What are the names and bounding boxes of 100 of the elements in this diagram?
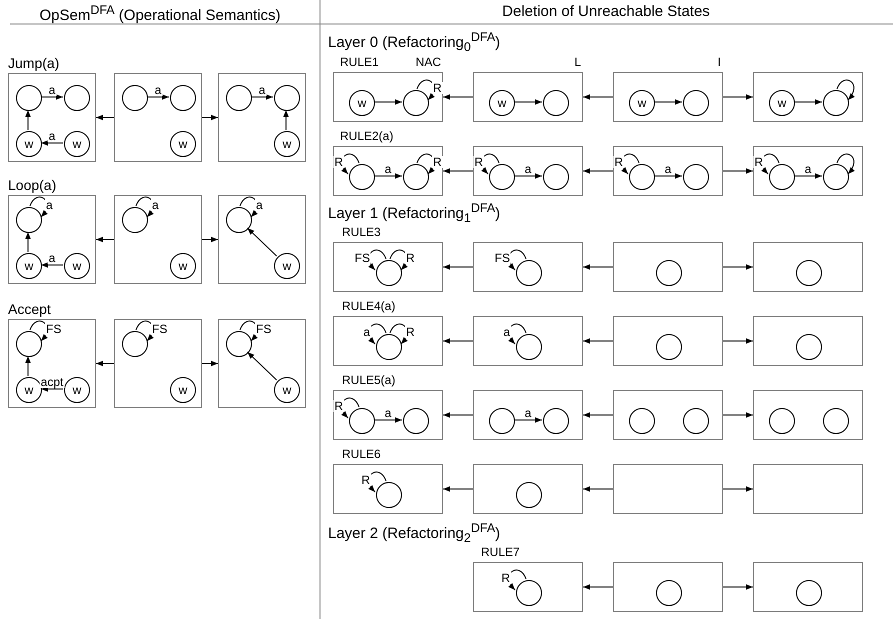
arrow (96, 236, 114, 242)
state-circle (823, 164, 849, 190)
arrow (202, 236, 218, 242)
arrow (25, 232, 31, 252)
graph-box (753, 464, 863, 514)
loop-arrow (341, 398, 360, 418)
edge-label: R (333, 400, 344, 412)
arrow (582, 168, 614, 174)
state-circle (226, 331, 252, 357)
state-circle: w (274, 377, 300, 403)
arrow (722, 486, 754, 492)
state-circle (16, 331, 42, 357)
section-heading: Jump(a) (8, 55, 60, 71)
edge-label: R (473, 156, 484, 168)
arrow (794, 173, 822, 179)
arrow (794, 99, 822, 105)
arrow (514, 173, 542, 179)
state-circle (543, 408, 569, 434)
arrow (246, 352, 278, 380)
arrow (40, 140, 64, 146)
arrow (722, 264, 754, 270)
arrow (514, 99, 542, 105)
arrow (582, 584, 614, 590)
edge-label: a (45, 199, 54, 211)
state-circle (656, 580, 682, 606)
edge-label: R (432, 82, 443, 94)
graph-box (753, 242, 863, 292)
rule-label: I (718, 55, 721, 69)
state-circle (349, 164, 375, 190)
edge-label: R (333, 156, 344, 168)
state-circle (769, 164, 795, 190)
edge-label: R (360, 474, 371, 486)
graph-box (753, 72, 863, 122)
arrow (96, 360, 114, 366)
arrow (442, 94, 474, 100)
edge-label: R (500, 572, 511, 584)
state-circle: w (349, 90, 375, 116)
state-circle (543, 164, 569, 190)
edge-label: FS (494, 252, 511, 264)
arrow (654, 173, 682, 179)
arrow (442, 264, 474, 270)
arrow (582, 412, 614, 418)
arrow (202, 360, 218, 366)
state-circle (516, 260, 542, 286)
state-circle (226, 207, 252, 233)
arrow (722, 584, 754, 590)
arrow (146, 94, 170, 100)
state-circle (656, 334, 682, 360)
state-circle: w (769, 90, 795, 116)
loop-arrow (30, 196, 48, 218)
graph-box (613, 242, 723, 292)
section-heading: Loop(a) (8, 177, 56, 193)
state-circle (122, 331, 148, 357)
arrow (283, 110, 289, 130)
rule-label: RULE1 (340, 55, 379, 69)
state-circle (796, 580, 822, 606)
section-heading: Layer 0 (Refactoring$_{0}$$^{DFA}$) (328, 30, 500, 54)
edge-label: a (502, 326, 511, 338)
state-circle: w (64, 253, 90, 279)
arrow (722, 168, 754, 174)
state-circle (489, 408, 515, 434)
state-circle (629, 408, 655, 434)
arrow (250, 94, 274, 100)
arrow (582, 264, 614, 270)
column-heading: OpSem$^{DFA}$ (Operational Semantics) (39, 3, 281, 24)
edge-label: R (753, 156, 764, 168)
edge-label: R (405, 326, 416, 338)
arrow (374, 173, 402, 179)
arrow (722, 94, 754, 100)
arrow (374, 417, 402, 423)
state-circle (226, 85, 252, 111)
edge-label: FS (354, 252, 371, 264)
loop-arrow (240, 196, 258, 218)
arrow (442, 338, 474, 344)
rule-label: RULE6 (342, 447, 381, 461)
state-circle: w (274, 131, 300, 157)
loop-arrow (481, 154, 500, 174)
graph-box (473, 72, 583, 122)
arrow (722, 338, 754, 344)
arrow (246, 228, 278, 256)
arrow (442, 486, 474, 492)
state-circle (516, 482, 542, 508)
graph-box (753, 562, 863, 612)
state-circle: w (16, 253, 42, 279)
arrow (514, 417, 542, 423)
arrow (722, 412, 754, 418)
graph-box (613, 390, 723, 440)
graph-box (753, 316, 863, 366)
loop-arrow (341, 154, 360, 174)
section-heading: Accept (8, 301, 51, 317)
rule-label: RULE5(a) (342, 373, 396, 387)
state-circle (823, 408, 849, 434)
graph-box (613, 464, 723, 514)
arrow (40, 94, 64, 100)
loop-arrow (836, 80, 855, 100)
state-circle (16, 85, 42, 111)
state-circle: w (170, 377, 196, 403)
section-heading: Layer 2 (Refactoring$_{2}$$^{DFA}$) (328, 521, 500, 545)
state-circle (376, 482, 402, 508)
state-circle: w (64, 131, 90, 157)
